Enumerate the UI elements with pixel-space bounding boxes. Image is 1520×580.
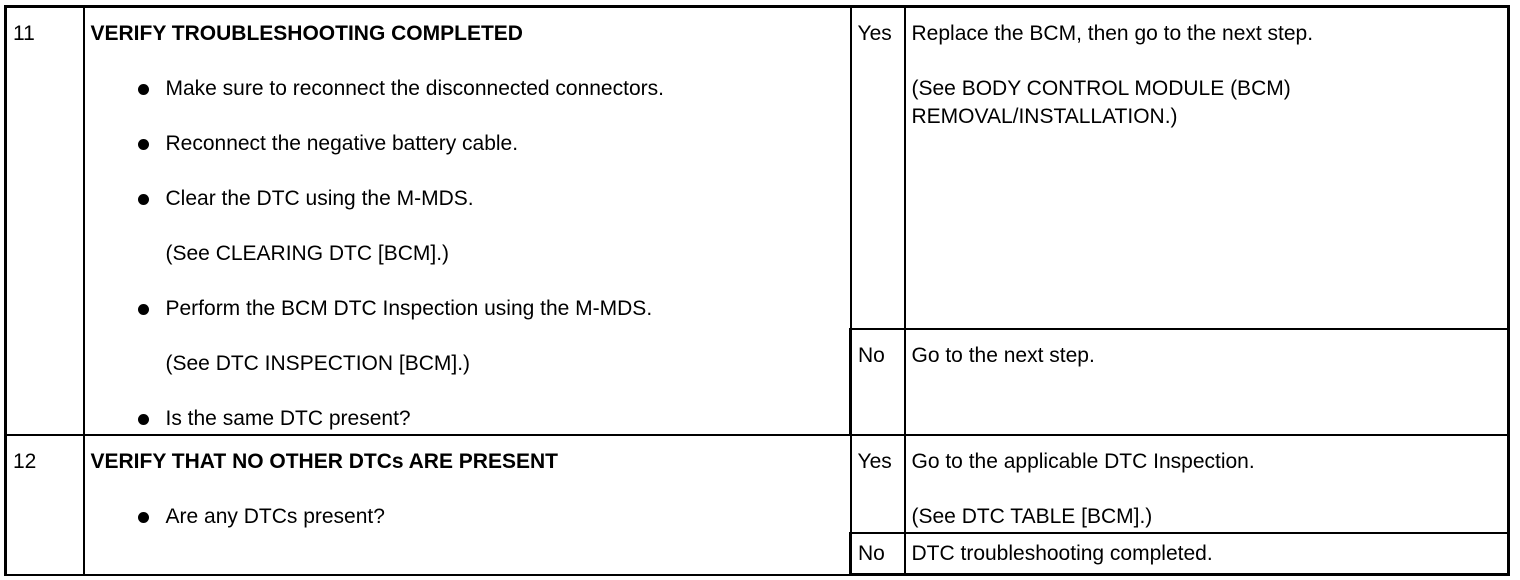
check-item: Perform the BCM DTC Inspection using the… bbox=[91, 295, 850, 378]
check-text: Is the same DTC present? bbox=[165, 407, 411, 430]
check-item: Make sure to reconnect the disconnected … bbox=[91, 75, 850, 103]
result-no: Go to the next step. bbox=[903, 327, 1510, 436]
result-reference: (See BODY CONTROL MODULE (BCM) REMOVAL/I… bbox=[911, 77, 1291, 128]
result-action: Go to the applicable DTC Inspection. bbox=[911, 449, 1255, 473]
troubleshooting-table-container: 11 VERIFY TROUBLESHOOTING COMPLETED Make… bbox=[4, 5, 1510, 576]
check-item: Are any DTCs present? bbox=[91, 503, 850, 531]
step-number: 12 bbox=[4, 433, 85, 576]
step-number: 11 bbox=[4, 5, 85, 436]
troubleshooting-table: 11 VERIFY TROUBLESHOOTING COMPLETED Make… bbox=[4, 5, 1510, 576]
answer-no: No bbox=[849, 327, 906, 436]
check-reference: (See DTC INSPECTION [BCM].) bbox=[165, 352, 471, 375]
check-list: Are any DTCs present? bbox=[91, 503, 850, 531]
step-11-row-yes: 11 VERIFY TROUBLESHOOTING COMPLETED Make… bbox=[4, 5, 1510, 436]
check-text: Reconnect the negative battery cable. bbox=[165, 132, 519, 155]
answer-no: No bbox=[849, 531, 906, 576]
result-action: DTC troubleshooting completed. bbox=[911, 541, 1213, 565]
bullet-icon bbox=[137, 414, 149, 425]
answer-yes: Yes bbox=[849, 433, 906, 534]
step-title: VERIFY TROUBLESHOOTING COMPLETED bbox=[90, 22, 523, 45]
result-action: Go to the next step. bbox=[911, 343, 1095, 367]
result-yes: Replace the BCM, then go to the next ste… bbox=[903, 5, 1510, 330]
check-reference: (See CLEARING DTC [BCM].) bbox=[165, 242, 450, 265]
bullet-icon bbox=[137, 84, 149, 95]
step-description: VERIFY THAT NO OTHER DTCs ARE PRESENT Ar… bbox=[82, 433, 852, 576]
check-item: Clear the DTC using the M-MDS. (See CLEA… bbox=[91, 185, 850, 268]
step-11-row-no: No Go to the next step. bbox=[6, 327, 1510, 436]
step-12-row-yes: 12 VERIFY THAT NO OTHER DTCs ARE PRESENT… bbox=[4, 433, 1510, 576]
step-12-row-no: No DTC troubleshooting completed. bbox=[6, 531, 1510, 576]
check-text: Perform the BCM DTC Inspection using the… bbox=[165, 297, 653, 320]
check-item: Is the same DTC present? bbox=[91, 405, 850, 433]
check-text: Are any DTCs present? bbox=[165, 504, 385, 528]
bullet-icon bbox=[137, 304, 149, 315]
step-title: VERIFY THAT NO OTHER DTCs ARE PRESENT bbox=[90, 449, 559, 473]
check-text: Make sure to reconnect the disconnected … bbox=[165, 77, 664, 100]
result-yes: Go to the applicable DTC Inspection. (Se… bbox=[903, 433, 1510, 534]
check-list: Make sure to reconnect the disconnected … bbox=[91, 75, 850, 433]
bullet-icon bbox=[137, 511, 149, 523]
answer-yes: Yes bbox=[849, 5, 906, 330]
bullet-icon bbox=[137, 139, 149, 150]
result-no: DTC troubleshooting completed. bbox=[903, 531, 1510, 576]
result-action: Replace the BCM, then go to the next ste… bbox=[911, 22, 1314, 45]
check-text: Clear the DTC using the M-MDS. bbox=[165, 187, 474, 210]
check-item: Reconnect the negative battery cable. bbox=[91, 130, 850, 158]
result-reference: (See DTC TABLE [BCM].) bbox=[911, 504, 1153, 528]
bullet-icon bbox=[137, 194, 149, 205]
step-description: VERIFY TROUBLESHOOTING COMPLETED Make su… bbox=[82, 5, 852, 436]
